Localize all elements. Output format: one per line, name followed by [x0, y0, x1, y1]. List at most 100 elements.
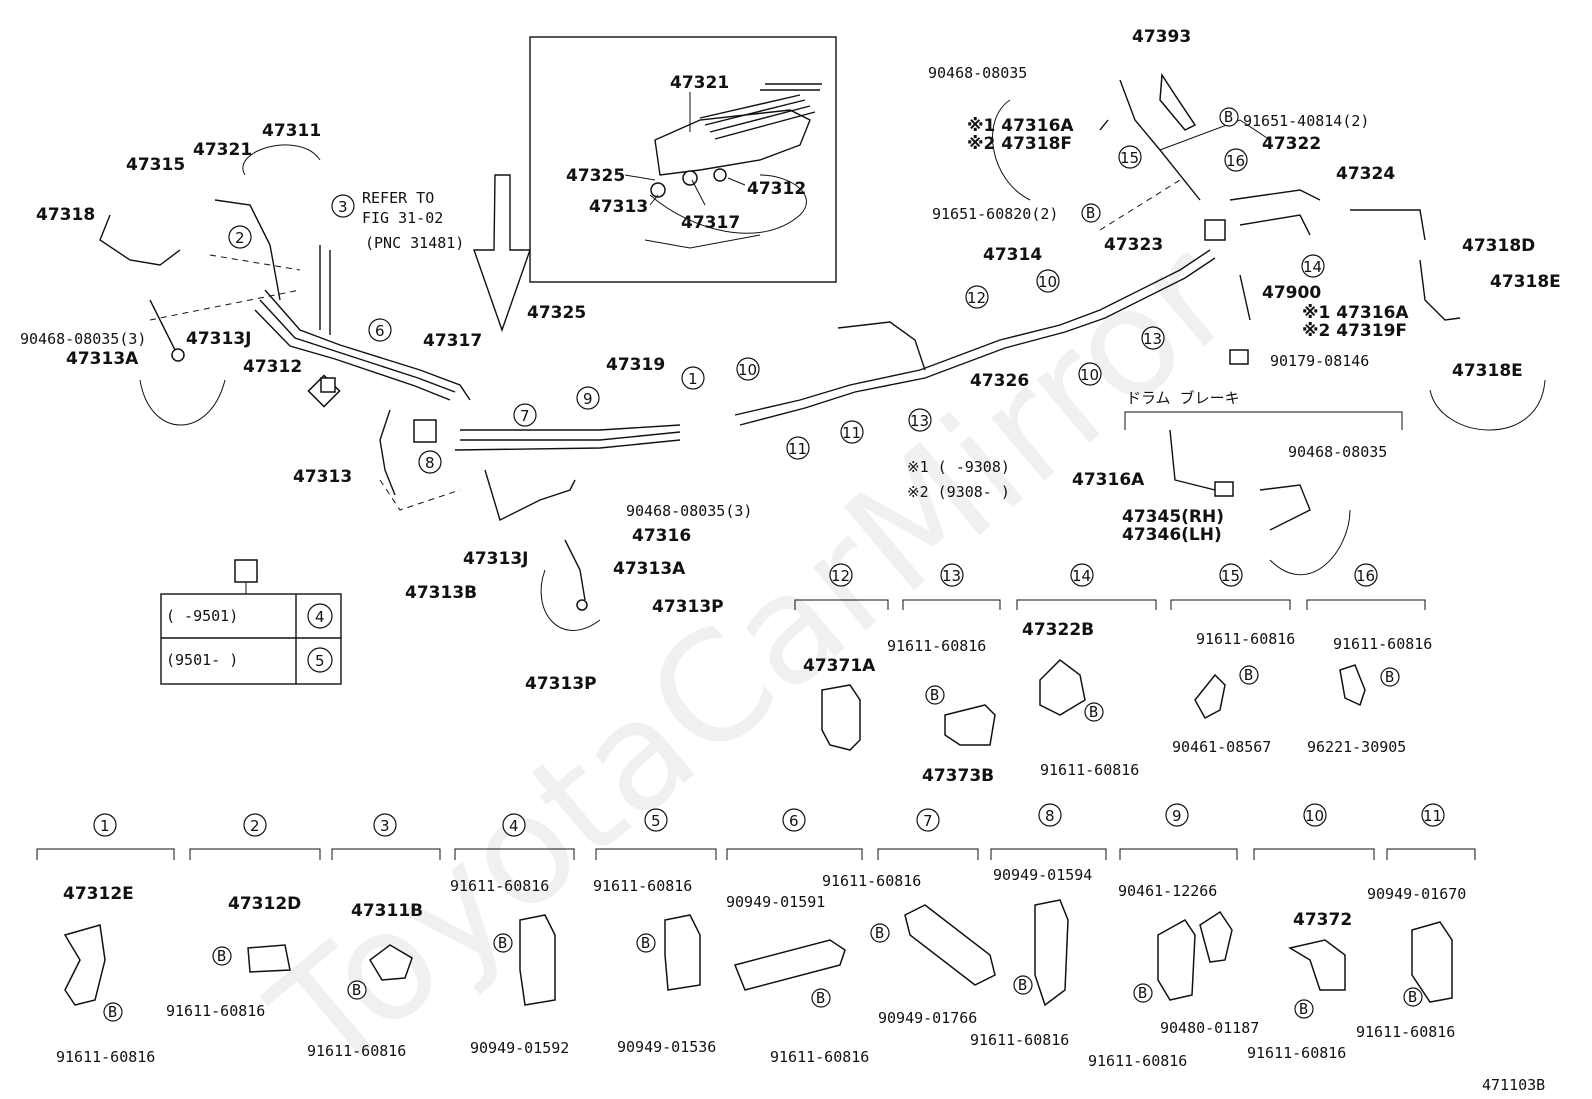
- label-91611-60816-b4: 91611-60816: [450, 877, 549, 895]
- svg-text:B: B: [816, 989, 825, 1007]
- label-47313-a: 47313: [293, 467, 352, 487]
- label-47345: 47345(RH): [1122, 507, 1224, 527]
- svg-text:7: 7: [520, 407, 530, 425]
- label-91651-40814: 91651-40814(2): [1243, 112, 1369, 130]
- label-47322B: 47322B: [1022, 620, 1094, 640]
- inset-label-47321: 47321: [670, 73, 729, 93]
- label-91611-60816-m2: 91611-60816: [1040, 761, 1139, 779]
- note-2: ※2 (9308- ): [907, 483, 1010, 501]
- svg-text:6: 6: [789, 812, 799, 830]
- label-47313P-b: 47313P: [525, 674, 597, 694]
- drum-brake-label: ドラム ブレーキ: [1126, 389, 1240, 407]
- svg-text:B: B: [875, 924, 884, 942]
- legend-table: ( -9501) (9501- ) 4 5: [160, 559, 342, 685]
- label-91611-60816-b7: 91611-60816: [822, 872, 921, 890]
- legend-row2: (9501- ): [166, 651, 238, 669]
- label-47900: 47900: [1262, 283, 1321, 303]
- svg-text:10: 10: [738, 361, 757, 379]
- label-47313J-a: 47313J: [186, 329, 251, 349]
- label-91611-60816-m1: 91611-60816: [887, 637, 986, 655]
- left-hose-parts: [99, 214, 588, 611]
- label-91651-60820: 91651-60820(2): [932, 205, 1058, 223]
- svg-text:4: 4: [315, 608, 325, 626]
- svg-text:1: 1: [100, 817, 110, 835]
- label-47316A-b: ※1 47316A: [1302, 303, 1409, 323]
- svg-text:B: B: [1385, 668, 1394, 686]
- label-90179-08146: 90179-08146: [1270, 352, 1369, 370]
- svg-text:B: B: [1086, 204, 1095, 222]
- clamp-row-bottom: 1 47312E B 91611-60816 2 47312D B 91611-…: [36, 803, 1476, 1070]
- legend-row1: ( -9501): [166, 607, 238, 625]
- svg-text:B: B: [641, 934, 650, 952]
- label-47318D: 47318D: [1462, 236, 1535, 256]
- label-47312E: 47312E: [63, 884, 134, 904]
- label-47316: 47316: [632, 526, 691, 546]
- label-47318E-b: 47318E: [1452, 361, 1523, 381]
- label-47324: 47324: [1336, 164, 1395, 184]
- label-90468-08035-b: 90468-08035(3): [20, 330, 146, 348]
- label-47319: 47319: [606, 355, 665, 375]
- label-47311B: 47311B: [351, 901, 423, 921]
- label-91611-60816-b10: 91611-60816: [1247, 1044, 1346, 1062]
- svg-text:B: B: [1224, 108, 1233, 126]
- label-91611-60816-b1: 91611-60816: [56, 1048, 155, 1066]
- svg-text:14: 14: [1072, 567, 1091, 585]
- callout-circles: 2 3 6 7 8 9 1 10 11 11 13 12 10 10 13 15…: [228, 107, 1325, 474]
- dashed-guides: [139, 99, 1546, 631]
- svg-text:4: 4: [509, 817, 519, 835]
- label-47313A-b: 47313A: [613, 559, 686, 579]
- label-47316A-a: ※1 47316A: [967, 116, 1074, 136]
- svg-text:5: 5: [315, 652, 325, 670]
- label-47316A-c: 47316A: [1072, 470, 1145, 490]
- label-90949-01670: 90949-01670: [1367, 885, 1466, 903]
- svg-text:7: 7: [923, 812, 933, 830]
- label-91611-60816-b2: 91611-60816: [166, 1002, 265, 1020]
- label-47319F: ※2 47319F: [1302, 321, 1407, 341]
- view-arrow: [473, 174, 531, 333]
- svg-text:9: 9: [1172, 807, 1182, 825]
- brake-lines: [214, 79, 1426, 451]
- label-91611-60816-b11: 91611-60816: [1356, 1023, 1455, 1041]
- svg-text:11: 11: [842, 424, 861, 442]
- label-47312-a: 47312: [243, 357, 302, 377]
- svg-text:B: B: [352, 981, 361, 999]
- label-47313A-a: 47313A: [66, 349, 139, 369]
- svg-text:1: 1: [688, 370, 698, 388]
- svg-text:5: 5: [651, 812, 661, 830]
- label-90949-01536: 90949-01536: [617, 1038, 716, 1056]
- svg-text:B: B: [1244, 666, 1253, 684]
- label-90461-12266: 90461-12266: [1118, 882, 1217, 900]
- inset-label-47313: 47313: [589, 197, 648, 217]
- label-47312D: 47312D: [228, 894, 301, 914]
- part-labels: 47393 90468-08035 91651-40814(2) ※1 4731…: [20, 27, 1561, 694]
- label-90461-08567: 90461-08567: [1172, 738, 1271, 756]
- label-47321: 47321: [193, 140, 252, 160]
- label-47322: 47322: [1262, 134, 1321, 154]
- svg-text:2: 2: [250, 817, 260, 835]
- label-90949-01591: 90949-01591: [726, 893, 825, 911]
- svg-text:3: 3: [338, 198, 348, 216]
- label-91611-60816-b6: 91611-60816: [770, 1048, 869, 1066]
- svg-text:12: 12: [831, 567, 850, 585]
- label-47318: 47318: [36, 205, 95, 225]
- svg-text:9: 9: [583, 390, 593, 408]
- refer-line1: REFER TO: [362, 189, 434, 207]
- svg-text:B: B: [108, 1003, 117, 1021]
- label-47318E-a: 47318E: [1490, 272, 1561, 292]
- svg-text:B: B: [1138, 984, 1147, 1002]
- svg-text:13: 13: [1143, 330, 1162, 348]
- note-1: ※1 ( -9308): [907, 458, 1010, 476]
- label-90949-01594: 90949-01594: [993, 866, 1092, 884]
- inset-label-47317: 47317: [681, 213, 740, 233]
- right-rear-parts: [1099, 72, 1461, 531]
- label-91611-60816-b5: 91611-60816: [593, 877, 692, 895]
- label-47314: 47314: [983, 245, 1042, 265]
- svg-text:10: 10: [1080, 366, 1099, 384]
- label-47317: 47317: [423, 331, 482, 351]
- label-47325: 47325: [527, 303, 586, 323]
- refer-line2: FIG 31-02: [362, 209, 443, 227]
- svg-text:2: 2: [235, 229, 245, 247]
- label-47313B: 47313B: [405, 583, 477, 603]
- svg-text:10: 10: [1038, 273, 1057, 291]
